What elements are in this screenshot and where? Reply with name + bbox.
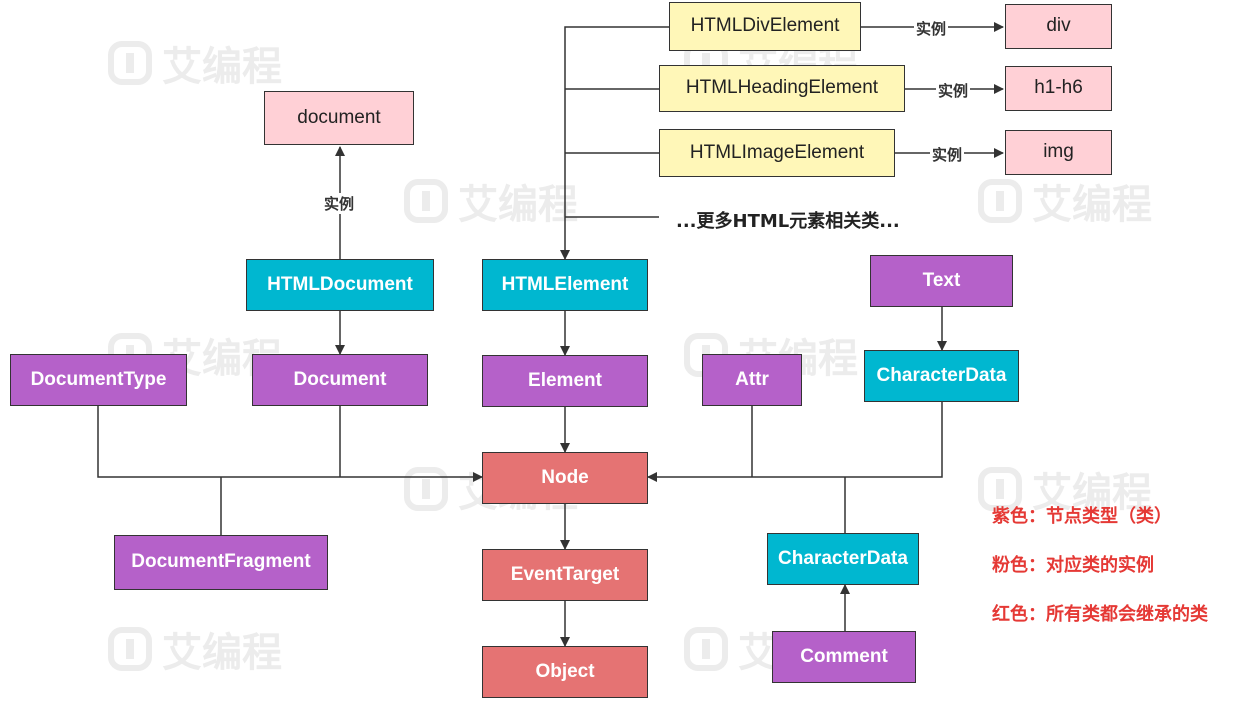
watermark-logo-icon: [404, 179, 448, 223]
node-eventtarget: EventTarget: [482, 549, 648, 601]
edge-label-instance: 实例: [930, 144, 965, 165]
node-node: Node: [482, 452, 648, 504]
node-img-instance: img: [1005, 130, 1112, 175]
legend-purple: 紫色：节点类型（类）: [992, 506, 1172, 527]
node-h1h6-instance: h1-h6: [1005, 66, 1112, 111]
node-element: Element: [482, 355, 648, 407]
node-htmlelement: HTMLElement: [482, 259, 648, 311]
node-object: Object: [482, 646, 648, 698]
watermark: 艾编程: [404, 172, 578, 230]
edge-label-instance: 实例: [936, 80, 971, 101]
node-documentfragment: DocumentFragment: [114, 535, 328, 590]
watermark-logo-icon: [108, 627, 152, 671]
watermark-logo-icon: [978, 467, 1022, 511]
watermark-logo-icon: [404, 467, 448, 511]
node-htmlimageelement: HTMLImageElement: [659, 129, 895, 177]
node-comment: Comment: [772, 631, 916, 683]
legend-pink: 粉色：对应类的实例: [992, 555, 1154, 576]
watermark: 艾编程: [978, 172, 1152, 230]
node-documenttype: DocumentType: [10, 354, 187, 406]
node-htmldivelement: HTMLDivElement: [669, 2, 861, 51]
watermark-logo-icon: [108, 41, 152, 85]
node-htmldocument: HTMLDocument: [246, 259, 434, 311]
edge-htmldivelement-htmlelement: [560, 26, 669, 260]
node-attr: Attr: [702, 354, 802, 406]
edge-characterdata-node: [647, 402, 943, 482]
edge-label-instance: 实例: [322, 193, 357, 214]
node-div-instance: div: [1005, 4, 1112, 49]
node-document-instance: document: [264, 91, 414, 145]
node-characterdata-top: CharacterData: [864, 350, 1019, 402]
watermark: 艾编程: [108, 34, 282, 92]
edge-documenttype-node: [97, 406, 483, 482]
watermark-logo-icon: [684, 627, 728, 671]
legend-red: 红色：所有类都会继承的类: [992, 604, 1208, 625]
watermark: 艾编程: [978, 460, 1152, 518]
node-text: Text: [870, 255, 1013, 307]
node-document: Document: [252, 354, 428, 406]
node-htmlheadingelement: HTMLHeadingElement: [659, 65, 905, 112]
watermark: 艾编程: [108, 620, 282, 678]
node-characterdata-bottom: CharacterData: [767, 533, 919, 585]
watermark-logo-icon: [978, 179, 1022, 223]
more-elements-label: ...更多HTML元素相关类...: [676, 211, 900, 232]
edge-label-instance: 实例: [914, 18, 949, 39]
